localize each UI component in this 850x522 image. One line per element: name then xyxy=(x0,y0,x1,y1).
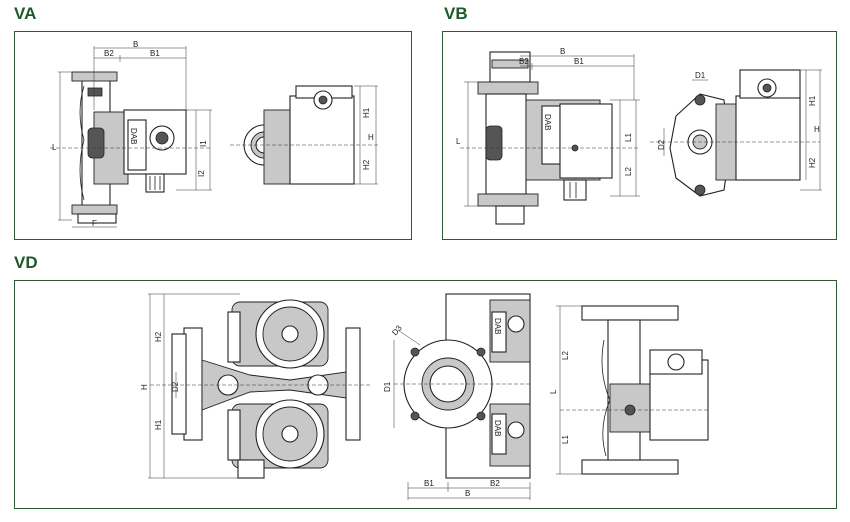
section-title-va: VA xyxy=(14,4,37,23)
dim-label-b: B xyxy=(133,40,138,49)
section-title-vd: VD xyxy=(14,253,38,272)
vd-dim-label-d3: D3 xyxy=(390,323,404,337)
brand-label-vb: DAB xyxy=(543,114,552,130)
vb-dim-label-b: B xyxy=(560,47,565,56)
vd-brand-label-bottom: DAB xyxy=(493,420,502,436)
dim-label-i2: I2 xyxy=(197,170,206,177)
vd-dim-label-b1: B1 xyxy=(424,479,434,488)
section-title-vb: VB xyxy=(444,4,468,23)
vd-dim-label-d2: D2 xyxy=(171,381,180,392)
va-front-view: H1 H2 H xyxy=(230,85,380,185)
vd-end-view: L L2 L1 xyxy=(549,305,710,475)
vb-dim-label-d2: D2 xyxy=(657,139,666,150)
va-side-view: DAB B B2 B1 L F I1 I2 xyxy=(50,40,212,228)
vb-dim-label-h: H xyxy=(814,125,820,134)
vb-dim-label-l1: L1 xyxy=(624,133,633,142)
vd-dim-label-h: H xyxy=(140,384,149,390)
dim-label-b1: B1 xyxy=(150,49,160,58)
dim-label-h1: H1 xyxy=(362,107,371,118)
vd-brand-label-top: DAB xyxy=(493,318,502,334)
dim-label-h2: H2 xyxy=(362,159,371,170)
vb-dim-label-b1: B1 xyxy=(574,57,584,66)
brand-label-va: DAB xyxy=(129,128,138,144)
vd-dim-label-l1: L1 xyxy=(561,435,570,444)
dim-label-f: F xyxy=(92,219,97,228)
vd-dim-label-h2: H2 xyxy=(154,331,163,342)
dim-label-l: L xyxy=(52,143,57,152)
vb-dim-label-l2: L2 xyxy=(624,167,633,176)
vb-dim-label-h1: H1 xyxy=(808,95,817,106)
dim-label-h: H xyxy=(368,133,374,142)
vb-side-view: DAB B B2 B1 L L1 L2 xyxy=(456,47,640,225)
vd-dim-label-b: B xyxy=(465,489,470,498)
vd-dim-label-b2: B2 xyxy=(490,479,500,488)
dim-label-i1: I1 xyxy=(199,140,208,147)
dim-label-b2: B2 xyxy=(104,49,114,58)
vd-dim-label-h1: H1 xyxy=(154,419,163,430)
vd-side-view: DAB DAB D1 D3 B1 B2 B xyxy=(383,293,531,500)
vd-dim-label-d1: D1 xyxy=(383,381,392,392)
vd-dim-label-l: L xyxy=(549,389,558,394)
vd-front-view: H2 H H1 D2 xyxy=(140,293,370,479)
vb-front-view: D1 D2 H1 H2 H xyxy=(650,69,822,197)
vb-dim-label-d1: D1 xyxy=(695,71,706,80)
vb-dim-label-h2: H2 xyxy=(808,157,817,168)
vd-dim-label-l2: L2 xyxy=(561,351,570,360)
vb-dim-label-b2: B2 xyxy=(519,57,529,66)
vb-dim-label-l: L xyxy=(456,137,461,146)
